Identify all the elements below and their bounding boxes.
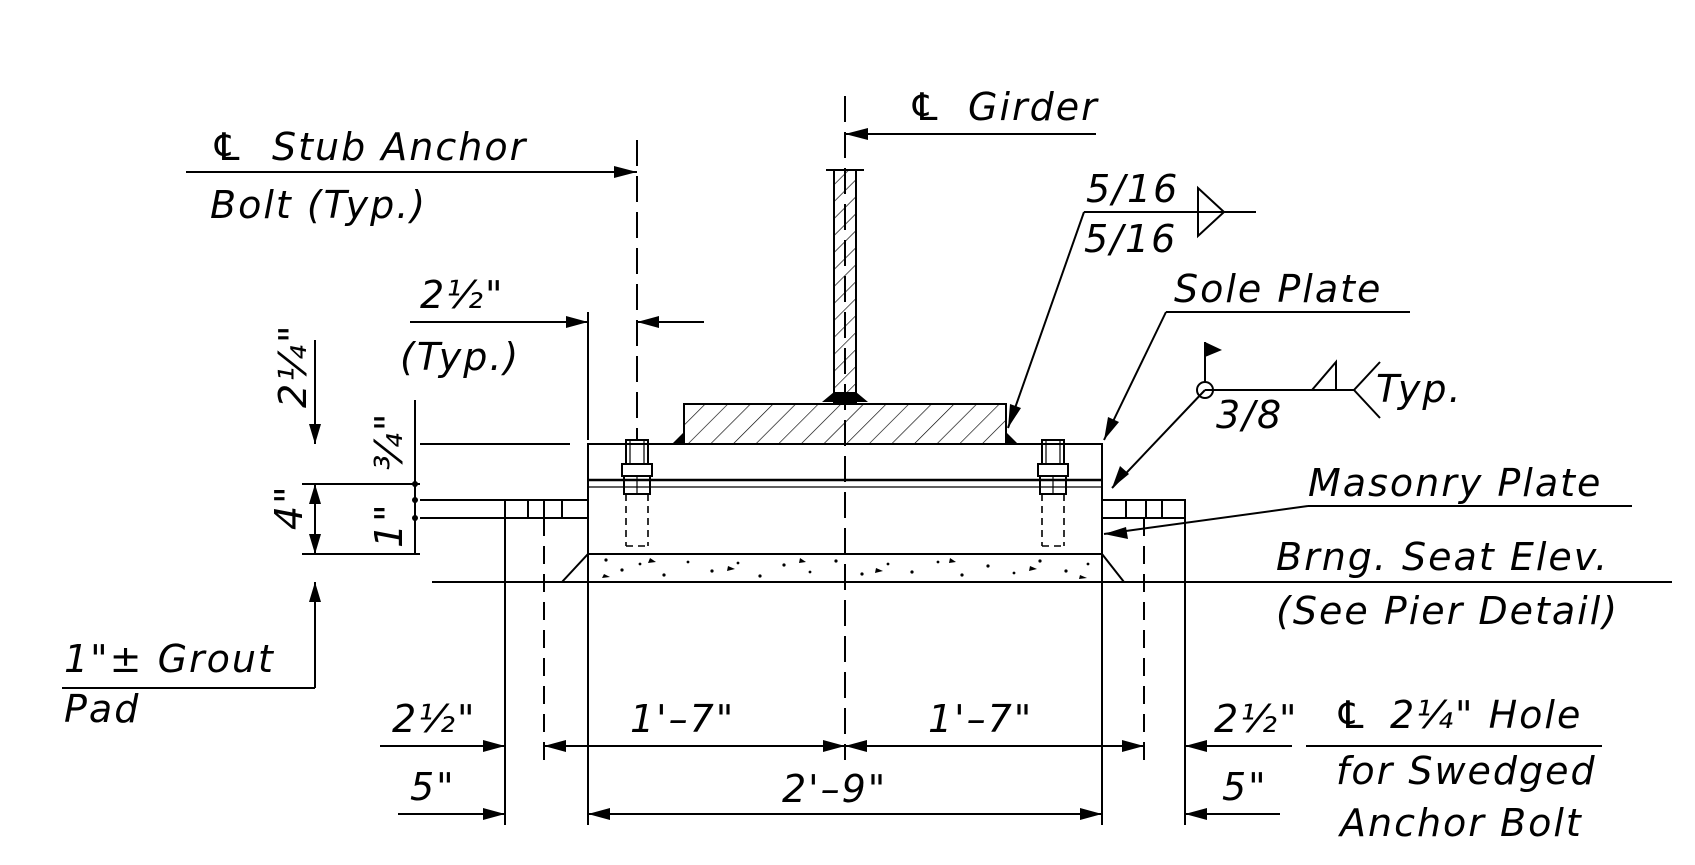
dim-left-5: 5" bbox=[410, 765, 456, 809]
dim-typ-label: (Typ.) bbox=[400, 335, 520, 379]
hole-label-line1: 2¼" Hole bbox=[1390, 693, 1582, 737]
cl-girder-symbol: ℄ bbox=[908, 85, 944, 129]
dim-4-label: 4" bbox=[267, 484, 311, 530]
stub-anchor-label-line2: Bolt (Typ.) bbox=[210, 183, 427, 227]
hole-label-line3: Anchor Bolt bbox=[1337, 801, 1583, 845]
extension-lines bbox=[302, 140, 1186, 825]
dim-2-quarter-label: 2¼" bbox=[271, 324, 315, 409]
sole-plate-label: Sole Plate bbox=[1174, 267, 1382, 311]
dim-2-9: 2'–9" bbox=[782, 767, 887, 811]
dim-right-2-half: 2½" bbox=[1214, 697, 1299, 741]
left-lug bbox=[504, 499, 589, 519]
hole-cl-symbol: ℄ bbox=[1334, 693, 1370, 737]
sole-plate bbox=[672, 403, 1018, 445]
left-anchor-bolt bbox=[621, 439, 653, 547]
vertical-dimensions bbox=[62, 340, 418, 689]
weld-size-bottom: 5/16 bbox=[1084, 217, 1177, 261]
field-weld-size: 3/8 bbox=[1216, 393, 1283, 437]
dim-2-half-typ bbox=[410, 316, 704, 328]
dim-left-1-7: 1'–7" bbox=[630, 697, 735, 741]
leaders bbox=[186, 128, 1632, 747]
right-lug bbox=[1101, 499, 1186, 519]
dim-2-half-label: 2½" bbox=[420, 273, 505, 317]
dim-1-label: 1" bbox=[367, 502, 411, 548]
masonry-plate-label: Masonry Plate bbox=[1308, 461, 1602, 505]
dim-right-1-7: 1'–7" bbox=[928, 697, 1033, 741]
dim-right-5: 5" bbox=[1222, 765, 1268, 809]
bearing-seat-label-line2: (See Pier Detail) bbox=[1276, 589, 1619, 633]
grout-pad bbox=[559, 553, 1127, 583]
dim-3-quarter-label: ¾" bbox=[367, 412, 411, 470]
weld-size-top: 5/16 bbox=[1086, 167, 1179, 211]
bottom-dim-row2 bbox=[398, 808, 1280, 820]
grout-label-line2: Pad bbox=[64, 687, 140, 731]
dim-left-2-half: 2½" bbox=[392, 697, 477, 741]
girder-label: Girder bbox=[968, 85, 1099, 129]
bottom-dim-row1 bbox=[380, 740, 1292, 752]
cl-stub-anchor-symbol: ℄ bbox=[210, 125, 246, 169]
right-anchor-bolt bbox=[1037, 439, 1069, 547]
bearing-seat-label-line1: Brng. Seat Elev. bbox=[1276, 535, 1609, 579]
hole-label-line2: for Swedged bbox=[1336, 749, 1597, 793]
stub-anchor-label-line1: Stub Anchor bbox=[272, 125, 528, 169]
hole-centerlines bbox=[543, 518, 1145, 760]
grout-label-line1: 1"± Grout bbox=[64, 637, 275, 681]
field-weld-note: Typ. bbox=[1376, 367, 1463, 411]
